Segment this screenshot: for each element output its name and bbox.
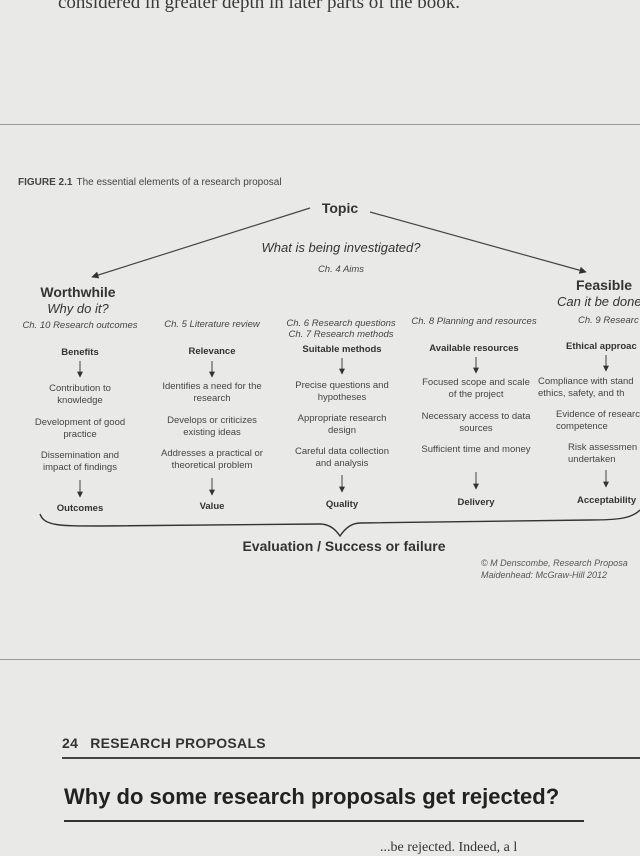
footer-title: RESEARCH PROPOSALS: [90, 735, 266, 751]
item-col4-2: Necessary access to data sources: [421, 411, 531, 434]
top-text: considered in greater depth in later par…: [58, 0, 461, 13]
bottom-text: ...be rejected. Indeed, a l: [380, 840, 518, 855]
item-col2-1: Identifies a need for the research: [162, 381, 262, 404]
chapter-col-5: Ch. 9 Researc: [578, 315, 639, 326]
footer-page-number: 24: [62, 735, 79, 751]
footer-line: 24 RESEARCH PROPOSALS: [62, 735, 266, 751]
item-col3-2: Appropriate research design: [297, 413, 387, 436]
figure-label: FIGURE 2.1: [18, 177, 73, 188]
head-benefits: Benefits: [61, 347, 99, 358]
credit-line-2: Maidenhead: McGraw-Hill 2012: [481, 570, 608, 580]
chapter-col-3b: Ch. 7 Research methods: [288, 329, 394, 340]
head-relevance: Relevance: [188, 346, 236, 357]
footer-rule: [62, 757, 640, 759]
feasible-title: Feasible: [576, 277, 633, 293]
topic-title: Topic: [321, 200, 359, 216]
head-ethical-approach: Ethical approac: [566, 341, 637, 352]
topic-question: What is being investigated?: [261, 240, 421, 255]
outcome-delivery: Delivery: [457, 497, 495, 508]
worthwhile-question: Why do it?: [47, 301, 109, 316]
credit-line-1: © M Denscombe, Research Proposa: [481, 558, 628, 568]
item-col1-3: Dissemination and impact of findings: [40, 450, 120, 473]
divider-middle: [0, 659, 640, 660]
arrow-topic-to-worthwhile: [91, 207, 311, 279]
head-suitable-methods: Suitable methods: [302, 344, 382, 355]
item-col1-2: Development of good practice: [34, 417, 126, 440]
chapter-col-3a: Ch. 6 Research questions: [286, 318, 396, 329]
outcome-quality: Quality: [325, 499, 359, 510]
chapter-col-4: Ch. 8 Planning and resources: [411, 316, 537, 327]
figure-title: The essential elements of a research pro…: [76, 177, 282, 188]
heading-rule: [64, 820, 584, 822]
outcome-value: Value: [199, 501, 225, 512]
divider-top: [0, 124, 640, 125]
topic-chapter: Ch. 4 Aims: [317, 264, 365, 275]
evaluation-brace: [39, 509, 640, 538]
arrow-topic-to-feasible: [369, 211, 587, 274]
evaluation-label: Evaluation / Success or failure: [242, 538, 446, 554]
item-col2-2: Develops or criticizes existing ideas: [167, 415, 257, 438]
chapter-col-2: Ch. 5 Literature review: [164, 319, 260, 330]
section-heading: Why do some research proposals get rejec…: [64, 784, 560, 809]
outcome-acceptability: Acceptability: [577, 495, 637, 506]
outcome-outcomes: Outcomes: [56, 503, 104, 514]
worthwhile-title: Worthwhile: [40, 284, 116, 300]
item-col4-3: Sufficient time and money: [421, 444, 531, 455]
item-col5-2: Evidence of researc competence: [556, 409, 640, 432]
item-col5-3: Risk assessmen undertaken: [568, 442, 638, 465]
feasible-question: Can it be done: [557, 294, 640, 309]
item-col3-3: Careful data collection and analysis: [295, 446, 389, 469]
item-col5-1: Compliance with stand ethics, safety, an…: [538, 376, 634, 399]
item-col1-1: Contribution to knowledge: [49, 383, 111, 406]
item-col4-1: Focused scope and scale of the project: [422, 377, 530, 400]
item-col2-3: Addresses a practical or theoretical pro…: [161, 448, 263, 471]
head-available-resources: Available resources: [429, 343, 519, 354]
chapter-col-1: Ch. 10 Research outcomes: [22, 320, 138, 331]
item-col3-1: Precise questions and hypotheses: [295, 380, 389, 403]
